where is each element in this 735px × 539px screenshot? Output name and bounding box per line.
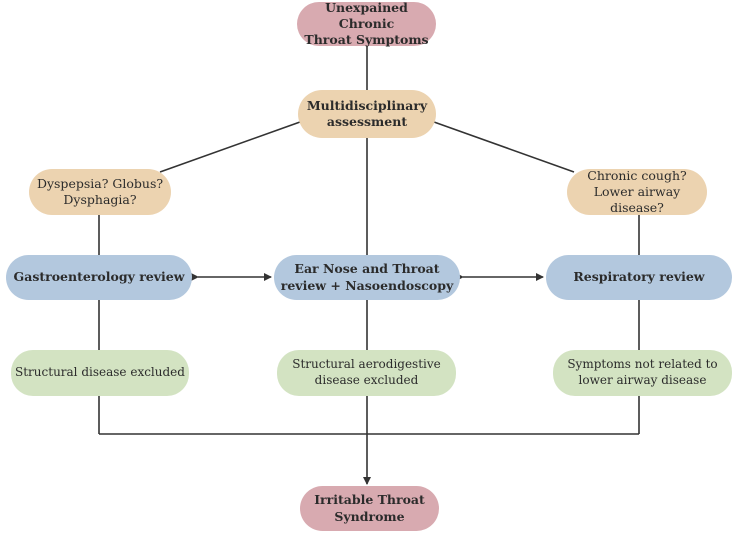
node-unexplained-symptoms-label: Unexpained Chronic Throat Symptoms bbox=[304, 0, 429, 48]
node-aerodigestive-label: Structural aerodigestive disease exclude… bbox=[292, 357, 441, 387]
connector-assessment-to-dyspepsia bbox=[159, 121, 301, 173]
node-multidisciplinary-label: Multidisciplinary assessment bbox=[306, 97, 428, 129]
node-chronic-cough: Chronic cough? Lower airway disease? bbox=[567, 167, 707, 216]
node-dyspepsia-label: Dyspepsia? Globus? Dysphagia? bbox=[36, 175, 164, 207]
node-structural-disease-excluded: Structural disease excluded bbox=[11, 350, 189, 396]
node-respiratory-review: Respiratory review bbox=[546, 255, 732, 300]
node-irritable-throat-syndrome: Irritable Throat Syndrome bbox=[300, 486, 439, 531]
node-aerodigestive-disease-excluded: Structural aerodigestive disease exclude… bbox=[277, 350, 456, 396]
node-gastroenterology-review: Gastroenterology review bbox=[6, 255, 192, 300]
node-ent-label: Ear Nose and Throat review + Nasoendosco… bbox=[280, 261, 454, 293]
node-unexplained-symptoms: Unexpained Chronic Throat Symptoms bbox=[297, 0, 436, 48]
node-gastro-label: Gastroenterology review bbox=[13, 269, 185, 285]
node-dyspepsia-globus-dysphagia: Dyspepsia? Globus? Dysphagia? bbox=[29, 169, 171, 215]
node-irritable-throat-label: Irritable Throat Syndrome bbox=[314, 492, 425, 524]
node-multidisciplinary-assessment: Multidisciplinary assessment bbox=[298, 90, 436, 138]
node-symptoms-label: Symptoms not related to lower airway dis… bbox=[567, 357, 718, 387]
node-symptoms-not-related: Symptoms not related to lower airway dis… bbox=[553, 350, 732, 396]
connector-assessment-to-cough bbox=[433, 121, 575, 173]
node-chronic-cough-label: Chronic cough? Lower airway disease? bbox=[587, 167, 687, 216]
node-ent-review: Ear Nose and Throat review + Nasoendosco… bbox=[274, 255, 460, 300]
node-respiratory-label: Respiratory review bbox=[573, 269, 705, 285]
node-structural-label: Structural disease excluded bbox=[15, 365, 185, 380]
